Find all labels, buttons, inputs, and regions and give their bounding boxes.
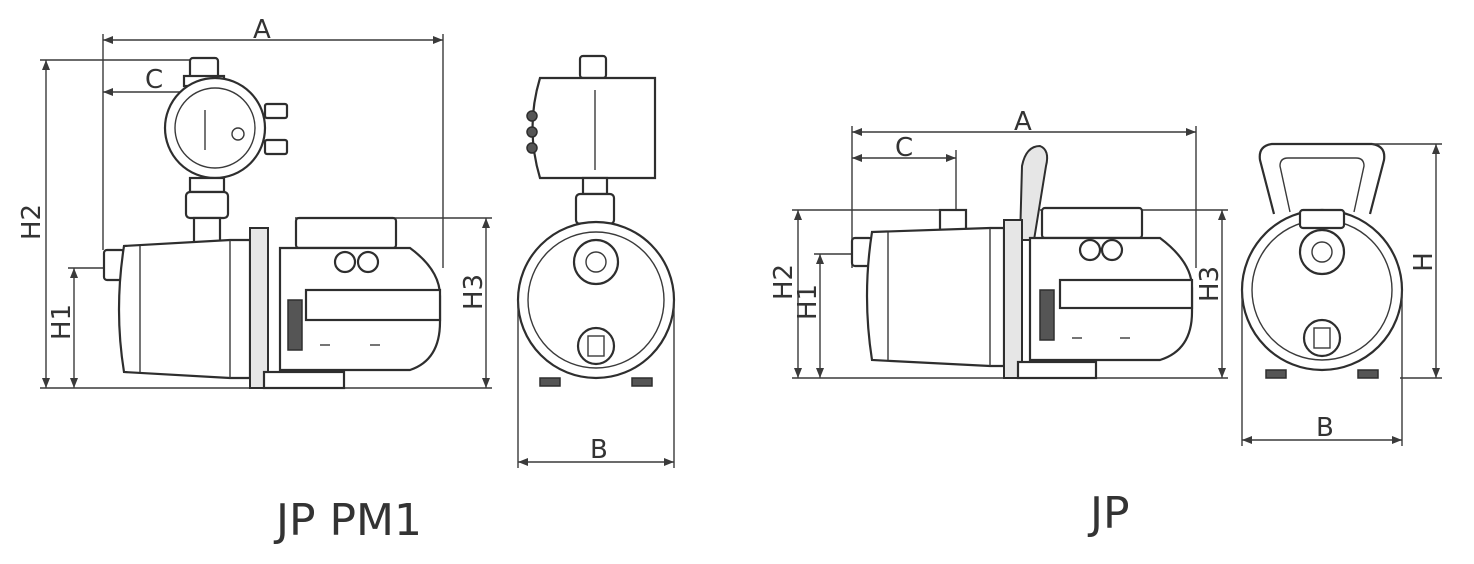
jp-pm1-front-view: B: [516, 54, 676, 468]
jp-caption: JP: [1087, 488, 1130, 539]
jp-pm1-label-h3: H3: [459, 274, 489, 310]
jp-pm1-dim-a: A: [102, 15, 444, 268]
jp-pm1-label-b: B: [590, 435, 608, 465]
jp-pm1-dim-h1: H1: [47, 267, 120, 388]
jp-dim-h2: H2: [769, 209, 960, 378]
jp-label-h3: H3: [1195, 266, 1225, 302]
jp-front-view: H B: [1240, 142, 1442, 446]
jp-pm1-motor: [102, 227, 346, 390]
jp-pm1-side-view: A C H2 H1: [17, 15, 492, 390]
jp-pm1-caption: JP PM1: [273, 495, 422, 546]
jp-label-h1: H1: [793, 284, 823, 320]
jp-side-view: A C H2 H1: [769, 107, 1228, 380]
jp-pm1-dim-b: B: [517, 300, 675, 468]
jp-label-h2: H2: [769, 264, 799, 300]
jp-label-b: B: [1316, 413, 1334, 443]
jp-pm1-pump-housing: [278, 216, 442, 372]
jp-dim-h: H: [1372, 143, 1442, 379]
jp-dim-c: C: [852, 133, 957, 210]
jp-label-a: A: [1014, 107, 1032, 137]
jp-label-h: H: [1409, 252, 1439, 272]
jp-pump-housing: [1028, 206, 1194, 362]
jp-pm1-label-h1: H1: [47, 304, 77, 340]
jp-pm1-label-a: A: [253, 15, 271, 45]
jp-dim-h1: H1: [793, 253, 866, 378]
jp-motor: [850, 208, 1098, 380]
jp-pm1-label-c: C: [145, 65, 163, 95]
jp-dim-a: A: [851, 107, 1197, 268]
jp-dim-b: B: [1241, 290, 1403, 446]
jp-handle: [1018, 144, 1049, 241]
jp-label-c: C: [895, 133, 913, 163]
jp-pm1-pressure-controller: [163, 56, 289, 246]
jp-pm1-label-h2: H2: [17, 204, 47, 240]
jp-pm1-dim-h2: H2: [17, 59, 195, 388]
